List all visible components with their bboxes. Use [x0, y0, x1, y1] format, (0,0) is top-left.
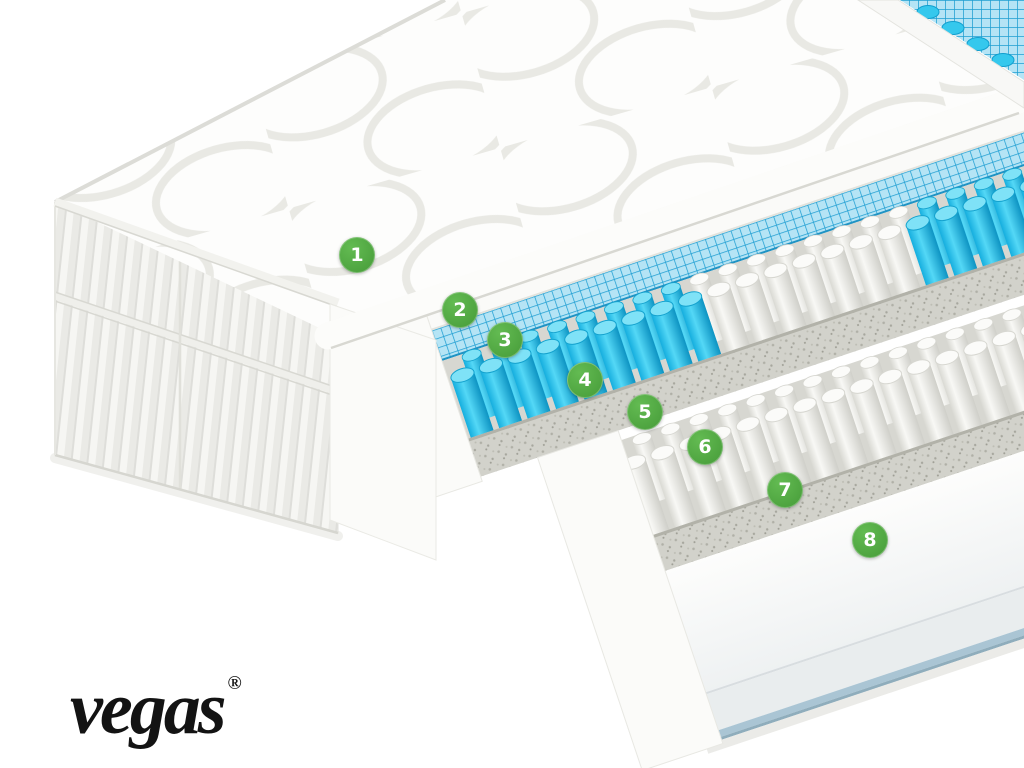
layer-badge-2: 2	[442, 292, 478, 328]
brand-logo: vegas®	[70, 672, 242, 746]
layer-badge-4: 4	[567, 362, 603, 398]
layer-badge-3: 3	[487, 322, 523, 358]
layer-badge-5-label: 5	[638, 401, 652, 423]
brand-logo-text: vegas	[70, 668, 226, 750]
layer-badge-4-label: 4	[578, 369, 592, 391]
registered-mark: ®	[227, 673, 242, 695]
cut-face-lower	[536, 429, 724, 768]
layer-badge-6-label: 6	[698, 436, 712, 458]
layer-badge-5: 5	[627, 394, 663, 430]
layer-badge-2-label: 2	[453, 299, 467, 321]
layer-badge-8-label: 8	[863, 529, 877, 551]
layer-badge-7-label: 7	[778, 479, 792, 501]
layer-badge-1: 1	[339, 237, 375, 273]
upper-spring-block	[440, 117, 1024, 457]
layer-badge-7: 7	[767, 472, 803, 508]
layer-badge-8: 8	[852, 522, 888, 558]
layer-badge-6: 6	[687, 429, 723, 465]
base-foam-layer	[648, 347, 1024, 754]
lower-spring-block	[619, 247, 1024, 542]
layer-badge-3-label: 3	[498, 329, 512, 351]
corner-frame	[857, 0, 1024, 109]
layer-badge-1-label: 1	[350, 244, 364, 266]
cut-face-left	[329, 303, 437, 561]
floor-shadow	[50, 453, 343, 541]
quilted-top-cover	[53, 0, 1012, 333]
